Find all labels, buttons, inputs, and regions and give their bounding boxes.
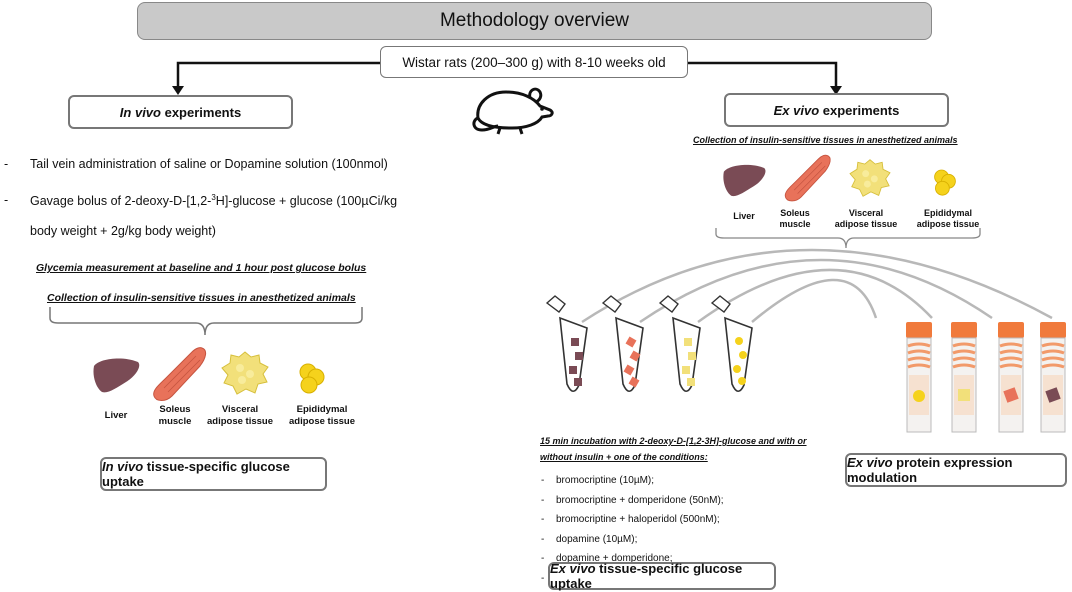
in-vivo-bullet-2-text: Gavage bolus of 2-deoxy-D-[1,2-3H]-gluco…	[30, 193, 397, 208]
in-vivo-bullet-1-text: Tail vein administration of saline or Do…	[30, 157, 388, 171]
condition-item: bromocriptine + haloperidol (500nM);	[556, 514, 720, 525]
ex-vivo-visceral-icon	[849, 159, 891, 197]
ex-vivo-collection-note: Collection of insulin-sensitive tissues …	[693, 135, 958, 145]
flask	[1040, 322, 1066, 433]
bullet-2-part-1: Gavage bolus of 2-deoxy-D-[1,2-	[30, 194, 212, 209]
in-vivo-bullet-2: -	[4, 193, 8, 207]
in-vivo-result-rest: tissue-specific glucose uptake	[102, 459, 290, 489]
in-vivo-epididymal-icon	[299, 363, 325, 394]
in-vivo-collection-note: Collection of insulin-sensitive tissues …	[47, 292, 356, 304]
condition-item: dopamine + domperidone;	[556, 553, 673, 564]
tube	[545, 295, 588, 393]
ex-vivo-protein-rest: protein expression modulation	[847, 455, 1013, 485]
in-vivo-result-em: In vivo	[102, 459, 144, 474]
in-vivo-muscle-icon	[153, 347, 207, 401]
in-vivo-visceral-icon	[221, 351, 269, 395]
bullet-mark: -	[4, 157, 9, 171]
title-banner: Methodology overview	[137, 2, 932, 40]
subjects-text: Wistar rats (200–300 g) with 8-10 weeks …	[402, 54, 666, 70]
rat-icon	[472, 87, 554, 135]
ex-vivo-label-liver: Liver	[733, 211, 755, 221]
condition-bullet-mark: -	[541, 553, 545, 564]
in-vivo-bullet-1: -	[4, 157, 8, 171]
in-vivo-header-rest: experiments	[160, 104, 242, 120]
in-vivo-header: In vivo experiments	[68, 95, 293, 129]
condition-item: bromocriptine (10µM);	[556, 475, 655, 486]
ex-vivo-uptake-em: Ex vivo	[550, 561, 596, 576]
condition-bullet-mark: -	[541, 533, 545, 545]
condition-bullet-mark: -	[541, 514, 545, 525]
tube	[601, 295, 644, 393]
ex-vivo-header: Ex vivo experiments	[724, 93, 949, 127]
ex-vivo-protein-box: Ex vivo protein expression modulation	[845, 453, 1067, 487]
incubation-line-2: without insulin + one of the conditions:	[540, 452, 708, 462]
ex-vivo-header-rest: experiments	[819, 102, 900, 118]
ex-vivo-uptake-box: Ex vivo tissue-specific glucose uptake	[548, 561, 776, 591]
ex-vivo-epididymal-icon	[934, 169, 956, 196]
tube	[658, 295, 701, 393]
bullet-mark: -	[4, 193, 9, 207]
in-vivo-bullet-2-cont: body weight + 2g/kg body weight)	[30, 224, 216, 238]
ex-vivo-label-soleus: Soleus muscle	[779, 208, 811, 229]
condition-bullet-mark: -	[541, 572, 545, 584]
in-vivo-label-visceral: Visceral adipose tissue	[207, 404, 273, 427]
condition-item: bromocriptine + domperidone (50nM);	[556, 494, 724, 506]
flask	[951, 322, 977, 433]
condition-bullet-mark: -	[541, 475, 545, 486]
tube	[710, 295, 753, 393]
condition-bullet-mark: -	[541, 494, 545, 506]
bullet-2-superscript: 3	[211, 193, 216, 202]
ex-vivo-label-visceral: Visceral adipose tissue	[834, 208, 898, 229]
in-vivo-label-soleus: Soleus muscle	[158, 404, 192, 427]
condition-item: dopamine (10µM);	[556, 533, 638, 545]
ex-vivo-header-em: Ex vivo	[773, 102, 820, 118]
ex-vivo-label-epididymal: Epididymal adipose tissue	[916, 208, 980, 229]
ex-vivo-liver-icon	[723, 164, 766, 197]
glycemia-note: Glycemia measurement at baseline and 1 h…	[36, 262, 367, 274]
in-vivo-liver-icon	[93, 358, 140, 393]
flask	[998, 322, 1024, 433]
in-vivo-header-em: In vivo	[119, 104, 161, 120]
ex-vivo-muscle-icon	[784, 154, 831, 202]
in-vivo-label-liver: Liver	[104, 410, 128, 421]
incubation-line-1: 15 min incubation with 2-deoxy-D-[1,2-3H…	[540, 436, 807, 446]
flask	[906, 322, 932, 433]
page-title: Methodology overview	[439, 10, 630, 31]
subjects-box: Wistar rats (200–300 g) with 8-10 weeks …	[380, 46, 688, 78]
ex-vivo-uptake-rest: tissue-specific glucose uptake	[550, 561, 743, 591]
ex-vivo-protein-em: Ex vivo	[847, 455, 893, 470]
in-vivo-result-box: In vivo tissue-specific glucose uptake	[100, 457, 327, 491]
in-vivo-label-epididymal: Epididymal adipose tissue	[289, 404, 355, 427]
bullet-2-part-2: H]-glucose + glucose (100µCi/kg	[215, 194, 398, 209]
